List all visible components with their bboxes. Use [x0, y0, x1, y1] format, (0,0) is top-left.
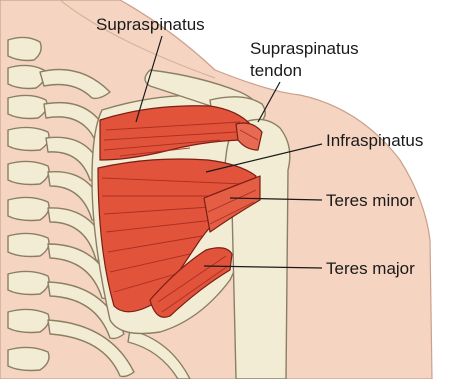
humerus — [225, 119, 290, 379]
label-supraspinatus-tendon-line1: Supraspinatus — [250, 39, 359, 58]
label-teres-minor: Teres minor — [326, 191, 415, 210]
label-supraspinatus-tendon-line2: tendon — [250, 61, 302, 80]
label-teres-major: Teres major — [326, 259, 415, 278]
label-supraspinatus: Supraspinatus — [96, 15, 205, 34]
label-infraspinatus: Infraspinatus — [326, 131, 423, 150]
